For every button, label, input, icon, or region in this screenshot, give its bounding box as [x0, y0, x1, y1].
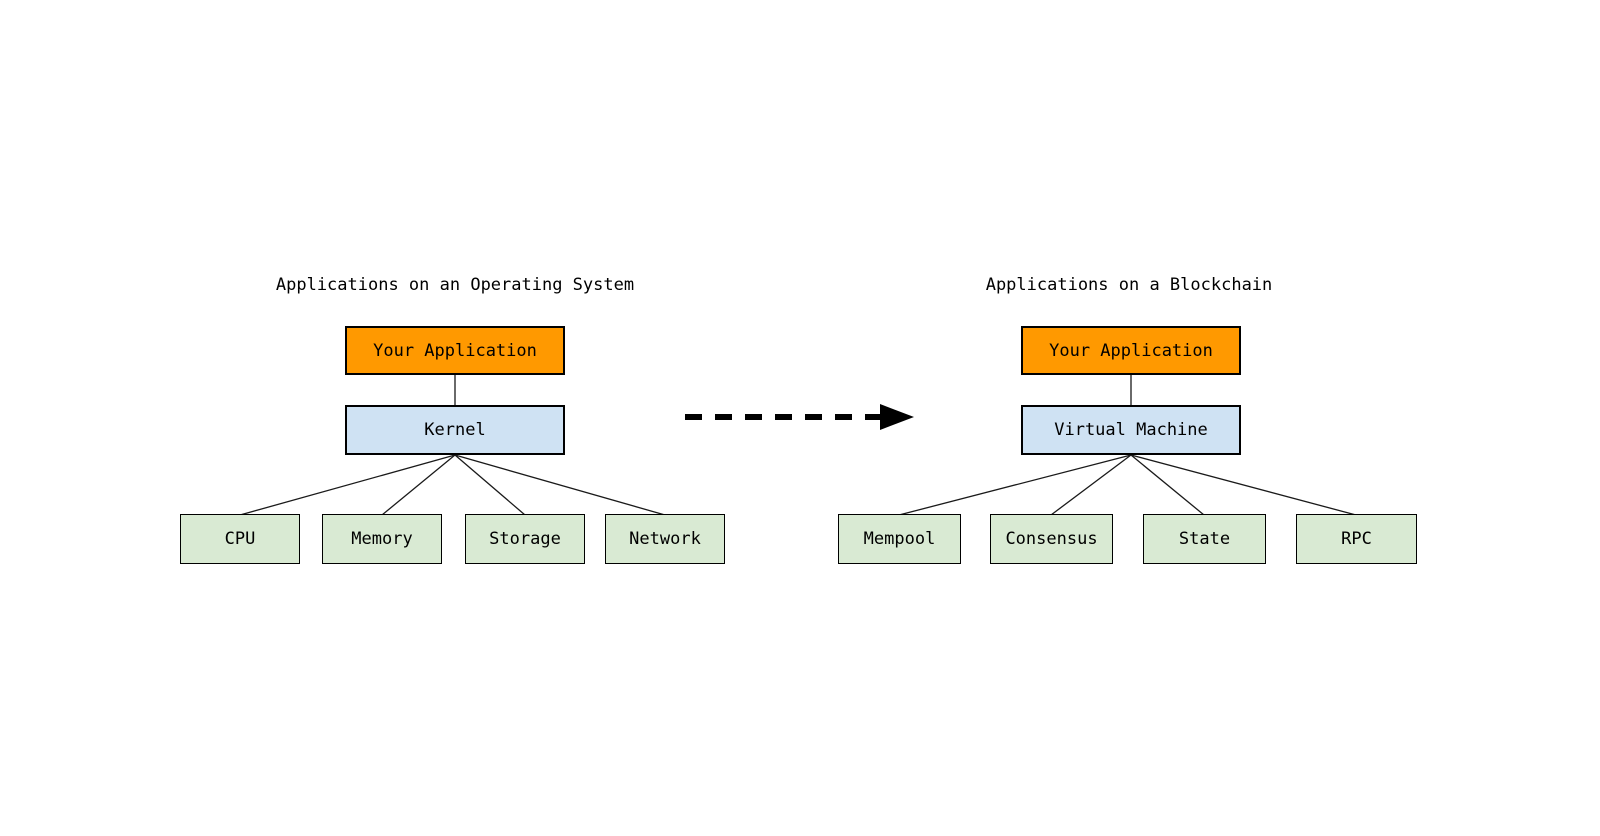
right-child-box-consensus: Consensus [990, 514, 1113, 564]
left-kernel-box: Kernel [345, 405, 565, 455]
right-child-box-rpc: RPC [1296, 514, 1417, 564]
left-child-box-storage: Storage [465, 514, 585, 564]
left-child-box-memory: Memory [322, 514, 442, 564]
left-your-application-box: Your Application [345, 326, 565, 375]
right-diagram-title: Applications on a Blockchain [985, 275, 1273, 295]
left-diagram-title: Applications on an Operating System [275, 275, 635, 295]
dashed-arrow-right-icon [685, 404, 914, 430]
right-your-application-box: Your Application [1021, 326, 1241, 375]
right-virtual-machine-box: Virtual Machine [1021, 405, 1241, 455]
left-child-box-network: Network [605, 514, 725, 564]
left-child-box-cpu: CPU [180, 514, 300, 564]
right-child-box-state: State [1143, 514, 1266, 564]
right-child-box-mempool: Mempool [838, 514, 961, 564]
